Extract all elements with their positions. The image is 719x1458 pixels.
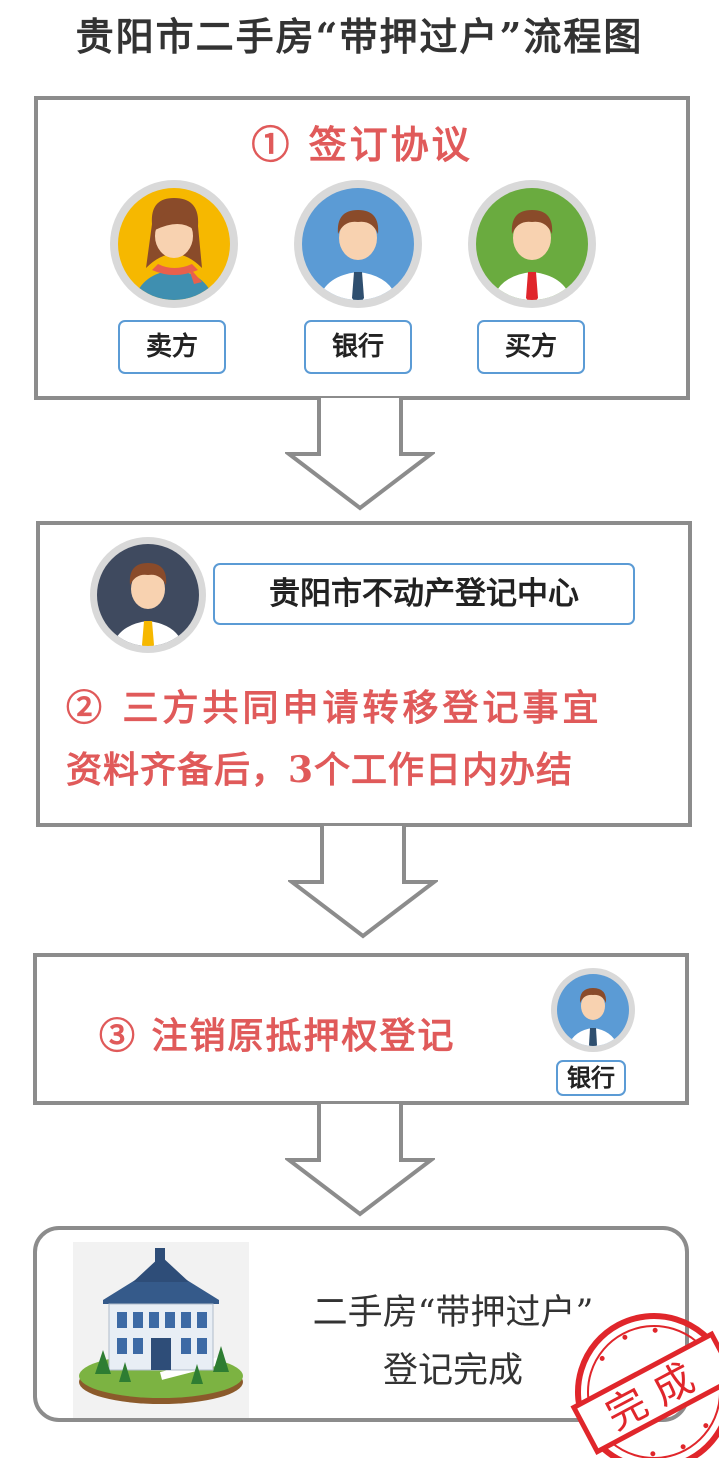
final-box: 二手房“带押过户” 登记完成 — [33, 1226, 689, 1422]
completion-title: 二手房“带押过户” — [312, 1293, 594, 1333]
down-arrow-icon — [285, 1104, 435, 1217]
completion-stamp-icon: 完 成 — [570, 1313, 719, 1458]
seller-label: 卖方 — [118, 320, 226, 374]
house-building-icon — [73, 1242, 249, 1418]
step-2-title: ② 三方共同申请转移登记事宜 — [66, 687, 603, 729]
step-2-box: 贵阳市不动产登记中心 ② 三方共同申请转移登记事宜 资料齐备后，3个工作日内办结 — [36, 521, 692, 827]
buyer-avatar-icon — [466, 178, 598, 310]
buyer-label: 买方 — [477, 320, 585, 374]
step-1-box: ① 签订协议 — [34, 96, 690, 400]
page-title: 贵阳市二手房“带押过户”流程图 — [75, 14, 644, 59]
step-2-note: 资料齐备后，3个工作日内办结 — [66, 749, 574, 791]
bank-label: 银行 — [304, 320, 412, 374]
completion-subtitle: 登记完成 — [382, 1351, 523, 1391]
step-1-title: ① 签订协议 — [251, 122, 473, 167]
step-3-box: ③ 注销原抵押权登记 银行 — [33, 953, 689, 1105]
step-3-title: ③ 注销原抵押权登记 — [99, 1015, 456, 1057]
bank-staff-avatar-icon — [292, 178, 424, 310]
bank-label: 银行 — [556, 1060, 626, 1096]
registration-center-label: 贵阳市不动产登记中心 — [213, 563, 635, 625]
down-arrow-icon — [285, 398, 435, 511]
seller-avatar-icon — [108, 178, 240, 310]
bank-staff-avatar-icon — [550, 967, 636, 1053]
registration-officer-avatar-icon — [88, 535, 208, 655]
down-arrow-icon — [288, 826, 438, 939]
